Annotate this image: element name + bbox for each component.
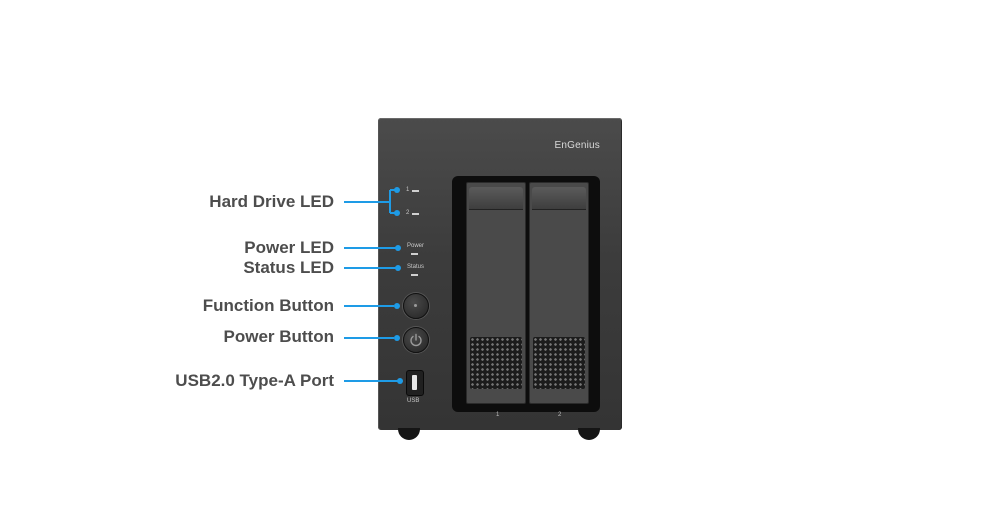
tray-vent (470, 337, 522, 389)
dot-icon (414, 304, 417, 307)
brand-logo: EnGenius (554, 140, 600, 151)
power-icon (410, 333, 422, 347)
drive-bay-frame (452, 176, 600, 412)
label-power-led: Power LED (244, 238, 334, 257)
label-function-button: Function Button (202, 296, 334, 315)
power-led-label: Power (407, 243, 425, 249)
tray-handle[interactable] (532, 187, 586, 210)
drive-tray-1[interactable] (466, 182, 526, 404)
status-led-label: Status (407, 264, 425, 270)
label-usb-port: USB2.0 Type-A Port (175, 371, 334, 390)
usb-port[interactable] (406, 370, 424, 396)
tray-vent (533, 337, 585, 389)
device-foot-right (578, 428, 600, 440)
bay-number-1: 1 (496, 412, 500, 418)
leader-dot (395, 265, 401, 271)
tray-handle[interactable] (469, 187, 523, 210)
bay-number-2: 2 (558, 412, 562, 418)
power-button[interactable] (403, 327, 429, 353)
power-led (411, 253, 418, 255)
function-button[interactable] (403, 293, 429, 319)
usb-label: USB (407, 398, 420, 404)
leader-dot (394, 187, 400, 193)
leader-dot (394, 335, 400, 341)
drive-led-2-label: 2 (406, 210, 410, 216)
leader-dot (394, 303, 400, 309)
drive-led-2 (412, 213, 419, 215)
leader-dot (395, 245, 401, 251)
leader-dot (397, 378, 403, 384)
label-status-led: Status LED (243, 258, 334, 277)
device-foot-left (398, 428, 420, 440)
leader-dot (394, 210, 400, 216)
nas-chassis: EnGenius (378, 118, 622, 430)
drive-tray-2[interactable] (529, 182, 589, 404)
label-hard-drive-led: Hard Drive LED (209, 192, 334, 211)
drive-led-1 (412, 190, 419, 192)
status-led (411, 274, 418, 276)
drive-led-1-label: 1 (406, 187, 410, 193)
label-power-button: Power Button (223, 327, 335, 346)
